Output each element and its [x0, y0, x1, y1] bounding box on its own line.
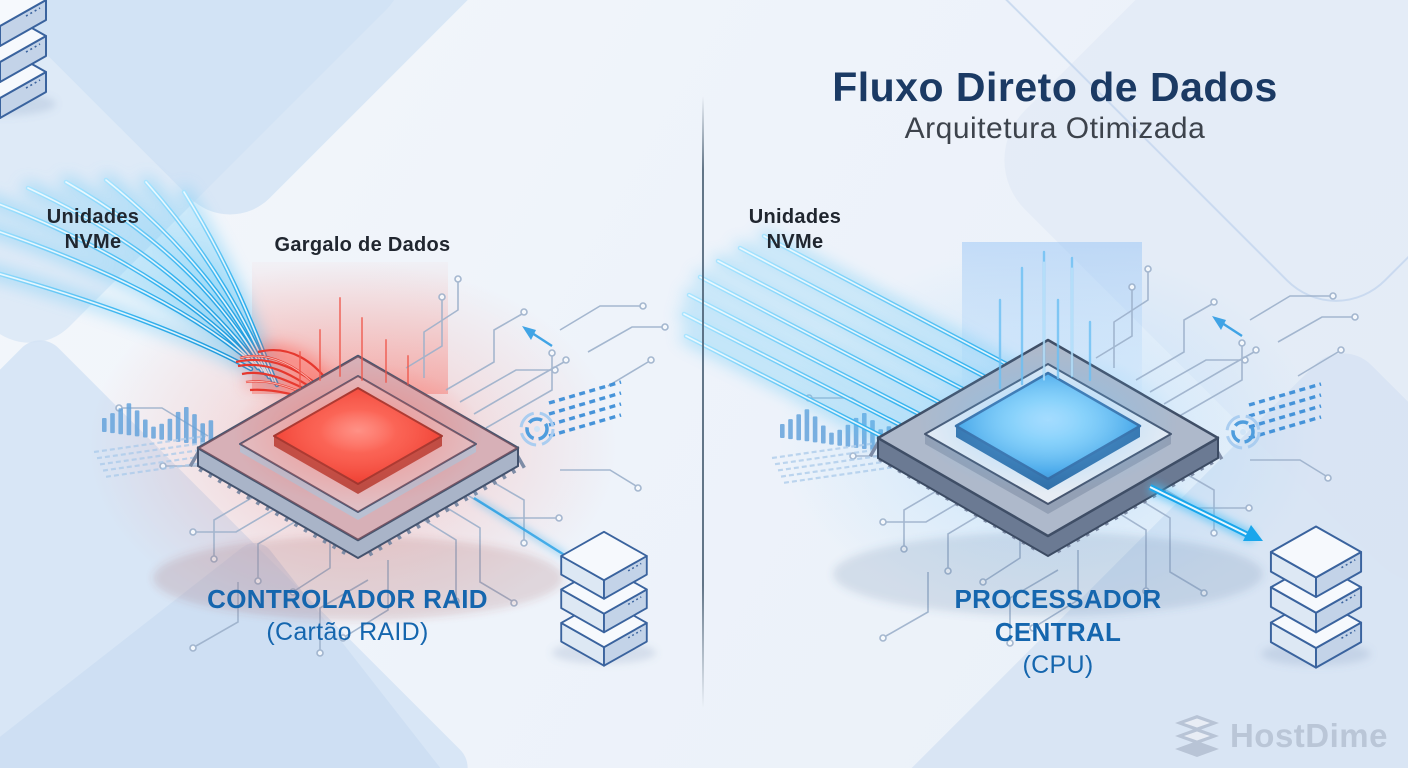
right-component-detail: (CPU)	[1022, 651, 1094, 679]
right-component-label: PROCESSADOR CENTRAL (CPU)	[908, 583, 1208, 682]
data-dashes-decoration	[548, 380, 622, 438]
server-stack-icon	[0, 0, 56, 119]
brand-watermark-text: HostDime	[1229, 717, 1388, 754]
left-nvme-label: Unidades NVMe	[18, 205, 168, 255]
brand-watermark: HostDime	[1174, 714, 1388, 758]
server-stack-right	[1261, 527, 1371, 668]
raid-chip-illustration	[153, 354, 563, 620]
bottleneck-label: Gargalo de Dados	[274, 234, 451, 256]
hostdime-logo-icon	[1174, 715, 1219, 757]
left-component-detail: (Cartão RAID)	[266, 618, 429, 646]
circuit-traces	[115, 275, 669, 657]
raid-output-line	[472, 495, 568, 559]
panel-divider	[702, 96, 704, 708]
page-subtitle: Arquitetura Otimizada	[904, 112, 1206, 145]
cpu-chip-illustration	[833, 338, 1263, 616]
right-nvme-label-line1: Unidades	[748, 206, 842, 228]
left-nvme-label-line1: Unidades	[46, 206, 140, 228]
swirl-decoration	[519, 411, 555, 447]
bar-chart-decoration	[93, 403, 219, 478]
data-streaks	[998, 250, 1092, 390]
right-nvme-label: Unidades NVMe	[720, 205, 870, 255]
page-title: Fluxo Direto de Dados	[832, 64, 1278, 110]
right-nvme-label-line2: NVMe	[766, 231, 824, 253]
heat-particles	[299, 297, 409, 389]
trace-arrow-icon	[531, 331, 553, 348]
left-nvme-label-line2: NVMe	[64, 231, 122, 253]
beam-arrow-icon	[1243, 525, 1263, 541]
left-component-label: CONTROLADOR RAID (Cartão RAID)	[155, 583, 540, 649]
right-component-name-line2: CENTRAL	[994, 617, 1122, 647]
server-stack-left	[552, 532, 656, 666]
cpu-output-beam	[1147, 481, 1263, 544]
left-component-name: CONTROLADOR RAID	[207, 584, 488, 614]
right-component-name-line1: PROCESSADOR	[954, 584, 1162, 614]
